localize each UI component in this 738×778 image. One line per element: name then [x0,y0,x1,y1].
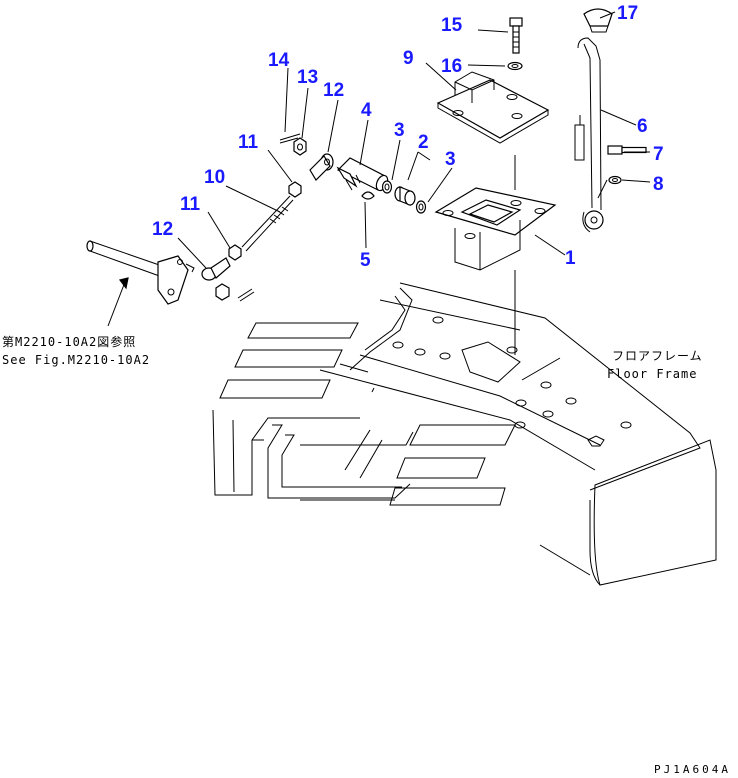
callout-13: 13 [297,67,318,88]
callout-12a: 12 [323,80,344,101]
bolt-part-7 [607,145,647,155]
nut-part-11b [228,244,242,261]
callout-7: 7 [653,144,664,165]
washer-part-16 [507,61,523,71]
nut-lower [215,283,255,302]
cotter-pin-part-14 [279,133,301,144]
nut-part-13 [293,137,307,156]
floor-frame [212,282,717,586]
callout-1: 1 [565,248,576,269]
callout-12b: 12 [152,219,173,240]
reference-note-jp: 第M2210-10A2図参照 [2,334,136,349]
nut-part-11a [288,181,302,198]
callout-11b: 11 [180,194,201,215]
shaft-assembly [86,240,195,327]
callout-3b: 3 [445,149,456,170]
drawing-code: PJ1A604A [654,763,731,776]
callout-8: 8 [653,174,664,195]
bushing-part-2 [394,186,416,206]
washer-part-3a [381,180,393,194]
cover-plate-part-9 [436,71,550,144]
knob-part-17 [583,8,613,33]
pivot-part-4 [336,157,389,192]
callout-14: 14 [268,50,290,71]
reference-note: 第M2210-10A2図参照 See Fig.M2210-10A2 [2,334,150,367]
callout-11a: 11 [238,132,259,153]
callout-4: 4 [361,100,372,121]
callout-6: 6 [637,116,648,137]
floor-frame-label-en: Floor Frame [607,367,697,381]
callout-16: 16 [441,56,462,77]
reference-note-en: See Fig.M2210-10A2 [2,353,150,367]
leader-lines [177,11,651,381]
callout-3a: 3 [394,120,405,141]
bracket-part-1 [434,155,557,355]
callout-9: 9 [403,48,414,69]
pin-part-5 [361,191,375,200]
bolt-part-15 [509,17,523,54]
callout-5: 5 [360,250,371,271]
floor-frame-label-jp: フロアフレーム [612,349,703,363]
clevis-part-12a [309,153,334,181]
clevis-part-12b [201,257,231,281]
callout-15: 15 [441,15,463,36]
rod-part-10 [241,195,294,252]
floor-frame-label: フロアフレーム Floor Frame [607,349,703,381]
callout-2: 2 [418,132,429,153]
washer-part-3b [415,200,427,214]
washer-part-8 [608,175,622,185]
callouts: 1 2 3 3 4 5 6 7 8 9 10 11 11 12 12 13 14… [152,3,664,271]
callout-17: 17 [617,3,638,24]
callout-10: 10 [204,167,225,188]
lever-part-6 [574,37,604,233]
